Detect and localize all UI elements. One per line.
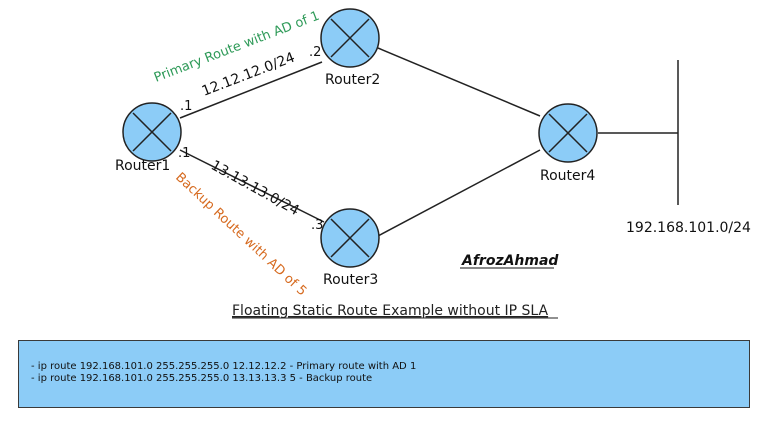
router3-if-r1: .3 bbox=[311, 218, 323, 233]
router4-label: Router4 bbox=[540, 168, 595, 184]
router-icon bbox=[320, 208, 380, 268]
config-line: - ip route 192.168.101.0 255.255.255.0 1… bbox=[31, 373, 373, 384]
config-box: - ip route 192.168.101.0 255.255.255.0 1… bbox=[18, 340, 750, 408]
config-line: - ip route 192.168.101.0 255.255.255.0 1… bbox=[31, 361, 417, 372]
link-r1-r2 bbox=[179, 61, 323, 119]
router-icon bbox=[538, 103, 598, 163]
router1-label: Router1 bbox=[115, 158, 170, 174]
router-icon bbox=[320, 8, 380, 68]
link-r2-r4 bbox=[377, 47, 541, 117]
diagram-title: Floating Static Route Example without IP… bbox=[232, 303, 549, 319]
link-r3-r4 bbox=[377, 149, 541, 237]
router1-if-r3: .1 bbox=[178, 146, 190, 161]
router-icon bbox=[122, 102, 182, 162]
router2-if-r1: .2 bbox=[309, 45, 321, 60]
author-signature: AfrozAhmad bbox=[461, 253, 559, 269]
router2-label: Router2 bbox=[325, 72, 380, 88]
link-r1-r3 bbox=[179, 149, 325, 223]
router1-if-r2: .1 bbox=[180, 99, 192, 114]
lan-subnet-label: 192.168.101.0/24 bbox=[626, 220, 751, 236]
router3-label: Router3 bbox=[323, 272, 378, 288]
